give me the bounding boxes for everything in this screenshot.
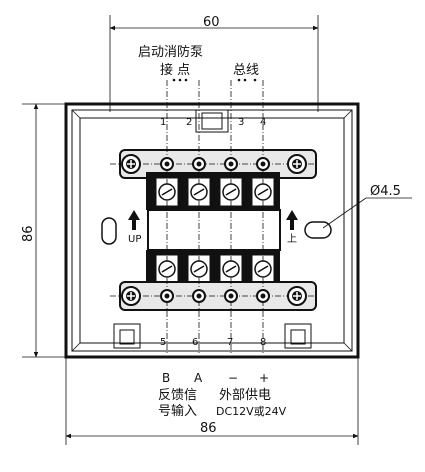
lower-terminal-screw-6 [190, 260, 208, 278]
terminal-minus-label: − [228, 371, 238, 385]
top-notch [195, 109, 229, 133]
up-arrow-left: UP [128, 210, 141, 245]
terminal-number-1: 1 [160, 117, 166, 128]
terminal-number-3: 3 [238, 117, 244, 128]
mounting-hole-left [101, 217, 117, 245]
upper-terminal-screw-2 [190, 183, 208, 201]
lower-terminal-contact-5 [160, 289, 174, 303]
terminal-number-4: 4 [260, 117, 266, 128]
terminal-number-5: 5 [160, 337, 166, 348]
terminal-b-label: B [162, 371, 170, 385]
lower-terminal-screw-5 [158, 260, 176, 278]
lower-terminal-contact-8 [256, 289, 270, 303]
upper-terminal-screw-3 [222, 183, 240, 201]
terminal-numbers-bottom: 5 6 7 8 [160, 337, 266, 348]
hole-diameter-label: Ø4.5 [370, 184, 401, 199]
power-label-line1: 外部供电 [219, 388, 271, 403]
up-label-cn: 上 [287, 233, 297, 245]
upper-left-fixing-screw [121, 154, 141, 174]
upper-screws [121, 154, 307, 201]
label-window [147, 209, 281, 251]
dimension-left-label: 86 [21, 225, 36, 242]
lower-terminal-screw-7 [222, 260, 240, 278]
hole-diameter-callout: Ø4.5 [322, 184, 412, 229]
lower-terminal-strip [119, 250, 317, 311]
feedback-label-line1: 反馈信 [158, 388, 197, 403]
dimension-top-label: 60 [203, 15, 220, 30]
upper-terminal-contact-2 [192, 157, 206, 171]
dimension-left: 86 [21, 103, 70, 358]
power-label-line2: DC12V或24V [216, 405, 287, 418]
terminal-plus-label: + [259, 371, 269, 385]
terminal-number-7: 7 [227, 337, 233, 348]
upper-terminal-contact-3 [224, 157, 238, 171]
lower-right-fixing-screw [287, 286, 307, 306]
terminal-a-label: A [194, 371, 203, 385]
feedback-label-line2: 号输入 [158, 403, 197, 419]
lower-screws [121, 260, 307, 306]
start-pump-label: 启动消防泵 [138, 44, 203, 60]
lower-terminal-contact-6 [192, 289, 206, 303]
terminal-number-2: 2 [186, 117, 192, 128]
up-arrow-right: 上 [286, 210, 298, 245]
dimension-bottom-label: 86 [200, 421, 217, 436]
bottom-clips [113, 323, 312, 349]
lower-terminal-contact-7 [224, 289, 238, 303]
upper-terminal-screw-1 [158, 183, 176, 201]
terminal-guide-lines [110, 80, 318, 355]
mounting-hole-right [304, 221, 332, 239]
lower-left-fixing-screw [121, 286, 141, 306]
upper-terminal-strip [119, 149, 317, 210]
lower-terminal-screw-8 [254, 260, 272, 278]
dimension-top: 60 [109, 15, 319, 112]
terminal-number-8: 8 [260, 337, 266, 348]
upper-right-fixing-screw [287, 154, 307, 174]
label-dots [172, 78, 257, 82]
upper-terminal-screw-4 [254, 183, 272, 201]
upper-terminal-contact-1 [160, 157, 174, 171]
terminal-number-6: 6 [192, 337, 198, 348]
terminal-numbers-top: 1 2 3 4 [160, 117, 266, 128]
contact-label: 接 点 [160, 62, 190, 78]
bus-label: 总线 [233, 63, 259, 78]
up-label-en: UP [128, 234, 141, 245]
upper-terminal-contact-4 [256, 157, 270, 171]
dimension-bottom: 86 [65, 357, 359, 445]
